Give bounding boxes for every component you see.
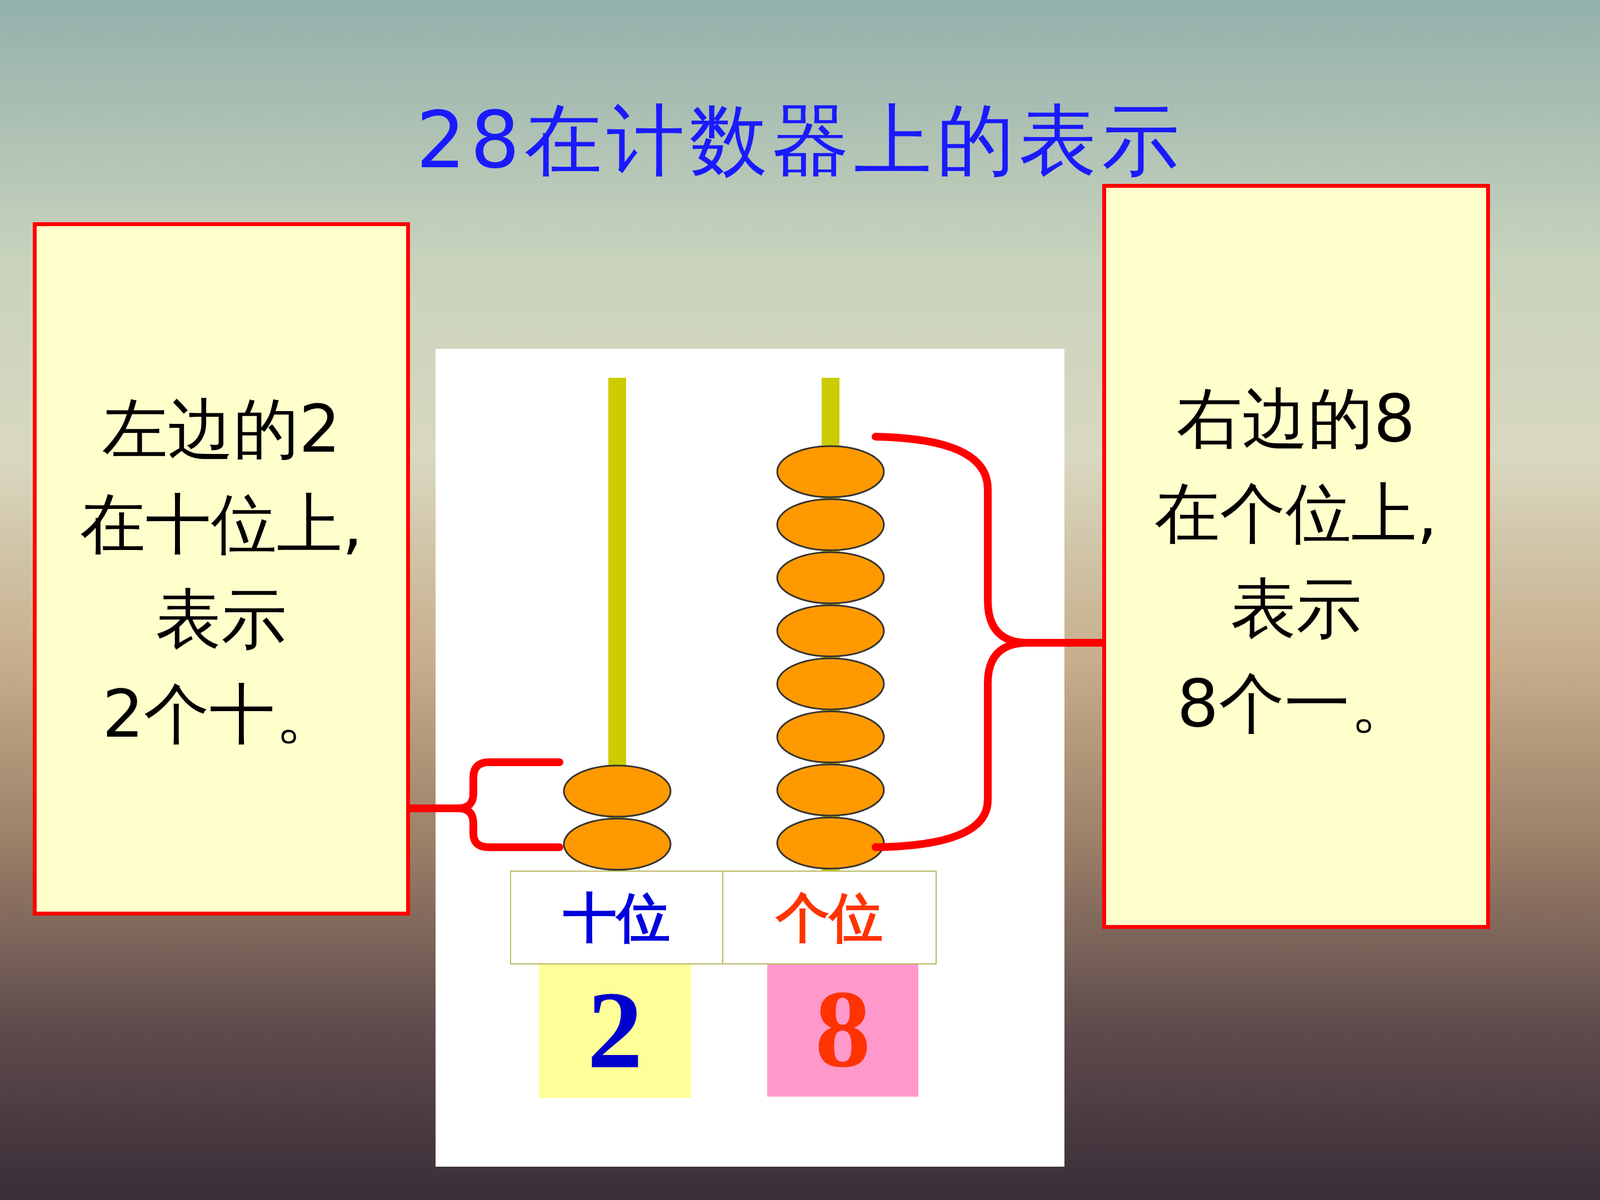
node-text: 个位 xyxy=(776,887,883,949)
place-label-cell: 个位 xyxy=(722,870,937,965)
bead xyxy=(777,658,884,710)
ones-bracket xyxy=(875,436,1106,848)
digit-box: 2 xyxy=(538,964,692,1098)
title: 28在计数器上的表示 xyxy=(0,88,1600,195)
bead xyxy=(777,711,884,763)
node-text: 2 xyxy=(587,968,643,1092)
explanation-box: 右边的8 在个位上, 表示 8个一。 xyxy=(1102,183,1490,929)
bead xyxy=(563,818,671,870)
node-text: 左边的2 在十位上, 表示 2个十。 xyxy=(70,381,373,762)
bead xyxy=(777,552,884,604)
bead xyxy=(777,446,884,498)
bead xyxy=(777,817,884,869)
white-panel xyxy=(435,348,1065,1167)
node-text: 8 xyxy=(815,967,871,1090)
node-text: 右边的8 在个位上, 表示 8个一。 xyxy=(1145,371,1448,752)
explanation-box: 左边的2 在十位上, 表示 2个十。 xyxy=(32,222,410,916)
bead xyxy=(777,764,884,816)
bead xyxy=(777,499,884,551)
digit-box: 8 xyxy=(767,964,919,1097)
place-label-cell: 十位 xyxy=(510,870,724,965)
bead-group xyxy=(563,446,884,870)
bead xyxy=(563,765,671,817)
bead xyxy=(777,605,884,657)
node-text: 十位 xyxy=(563,887,670,949)
